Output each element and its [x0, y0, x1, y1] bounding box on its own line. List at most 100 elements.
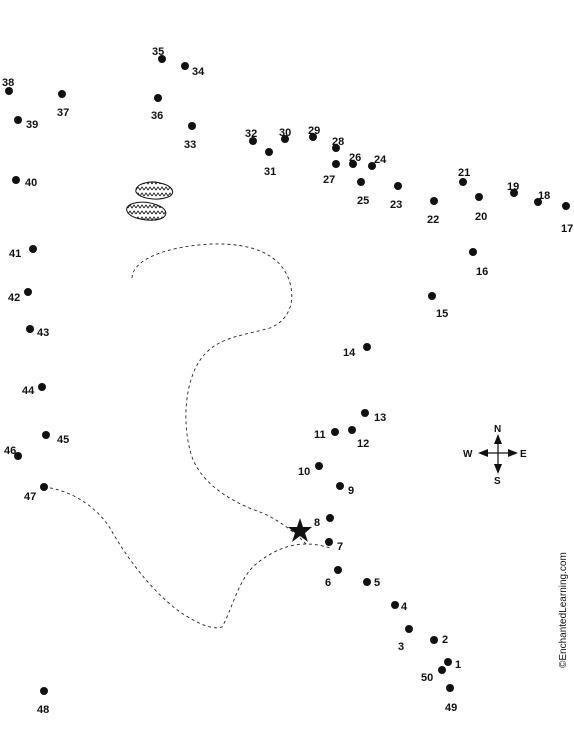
compass-west: W — [463, 449, 473, 460]
dot-39 — [14, 116, 22, 124]
dot-48 — [40, 687, 48, 695]
dot-46 — [14, 452, 22, 460]
dot-36 — [154, 94, 162, 102]
dot-7 — [325, 538, 333, 546]
dot-40 — [12, 176, 20, 184]
dot-17 — [562, 202, 570, 210]
dot-6 — [334, 566, 342, 574]
dot-label-15: 15 — [436, 308, 448, 320]
dot-label-40: 40 — [25, 177, 37, 189]
dot-29 — [309, 133, 317, 141]
dot-label-8: 8 — [314, 517, 320, 529]
dot-47 — [40, 483, 48, 491]
dot-44 — [38, 383, 46, 391]
wavy-island-icon — [126, 201, 167, 221]
dot-38 — [5, 87, 13, 95]
dot-label-49: 49 — [445, 702, 457, 714]
dot-label-23: 23 — [390, 199, 402, 211]
dot-label-9: 9 — [348, 485, 354, 497]
dot-label-1: 1 — [455, 659, 461, 671]
dot-5 — [363, 578, 371, 586]
dot-label-4: 4 — [401, 601, 408, 613]
dot-label-33: 33 — [184, 139, 196, 151]
dot-11 — [331, 428, 339, 436]
dot-label-11: 11 — [314, 429, 326, 441]
dot-label-27: 27 — [323, 174, 335, 186]
dot-label-46: 46 — [4, 445, 16, 457]
dot-49 — [446, 684, 454, 692]
dot-label-22: 22 — [427, 214, 439, 226]
compass-south: S — [494, 476, 501, 487]
dot-label-42: 42 — [8, 292, 20, 304]
dot-3 — [405, 625, 413, 633]
dot-label-19: 19 — [507, 181, 519, 193]
dot-43 — [26, 325, 34, 333]
dot-label-21: 21 — [458, 167, 470, 179]
dot-label-34: 34 — [192, 66, 205, 78]
dot-label-7: 7 — [337, 541, 343, 553]
dot-27 — [332, 160, 340, 168]
dot-9 — [336, 482, 344, 490]
dot-16 — [469, 248, 477, 256]
dot-label-14: 14 — [343, 347, 356, 359]
dot-24 — [368, 162, 376, 170]
dot-10 — [315, 462, 323, 470]
dot-label-3: 3 — [398, 641, 404, 653]
dot-label-20: 20 — [475, 211, 487, 223]
dot-label-43: 43 — [37, 327, 49, 339]
credit-text: ©EnchantedLearning.com — [558, 552, 569, 668]
star-icon — [288, 518, 312, 542]
dot-label-10: 10 — [298, 466, 310, 478]
dot-label-39: 39 — [26, 119, 38, 131]
dot-32 — [249, 137, 257, 145]
dot-14 — [363, 343, 371, 351]
dot-label-48: 48 — [37, 704, 49, 716]
dashed-trail-lower — [43, 486, 331, 629]
dot-50 — [438, 666, 446, 674]
dot-25 — [357, 178, 365, 186]
dot-label-30: 30 — [279, 127, 291, 139]
dot-label-17: 17 — [561, 223, 573, 235]
dot-22 — [430, 197, 438, 205]
dot-label-36: 36 — [151, 110, 163, 122]
wavy-island-icon — [135, 181, 174, 200]
dot-42 — [24, 288, 32, 296]
dot-label-5: 5 — [374, 577, 380, 589]
compass-north: N — [494, 424, 501, 435]
dot-31 — [265, 148, 273, 156]
dot-15 — [428, 292, 436, 300]
dot-label-12: 12 — [357, 438, 369, 450]
dot-label-26: 26 — [349, 152, 361, 164]
dot-label-45: 45 — [57, 434, 69, 446]
dot-label-50: 50 — [421, 672, 433, 684]
dot-18 — [534, 198, 542, 206]
dot-30 — [281, 135, 289, 143]
dot-label-24: 24 — [374, 154, 387, 166]
dot-8 — [326, 514, 334, 522]
dot-label-44: 44 — [22, 385, 35, 397]
dot-19 — [510, 189, 518, 197]
dot-label-6: 6 — [325, 577, 331, 589]
numbered-dots: 1234567891011121314151617181920212223242… — [2, 46, 573, 716]
dot-label-37: 37 — [57, 107, 69, 119]
dot-label-18: 18 — [538, 190, 550, 202]
dot-label-13: 13 — [374, 412, 386, 424]
dot-label-28: 28 — [332, 136, 344, 148]
dot-35 — [158, 55, 166, 63]
dashed-trail-upper — [131, 243, 308, 546]
dot-label-16: 16 — [476, 266, 488, 278]
dot-23 — [394, 182, 402, 190]
dot-label-31: 31 — [264, 166, 276, 178]
dot-33 — [188, 122, 196, 130]
dot-20 — [475, 193, 483, 201]
compass-rose-icon: N S E W — [463, 424, 527, 487]
dot-1 — [444, 658, 452, 666]
dot-label-2: 2 — [442, 634, 448, 646]
dot-21 — [459, 178, 467, 186]
dot-41 — [29, 245, 37, 253]
dot-13 — [361, 409, 369, 417]
dot-label-29: 29 — [308, 125, 320, 137]
dot-4 — [391, 601, 399, 609]
compass-east: E — [520, 449, 527, 460]
